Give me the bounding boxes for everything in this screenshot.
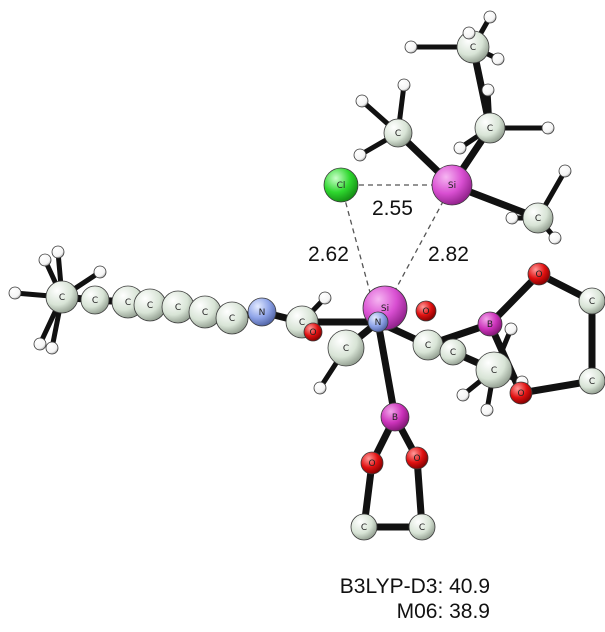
atom-label-c8: C [299, 318, 305, 328]
atom-c2: C [80, 285, 110, 315]
atom-n1: N [247, 297, 277, 327]
atom-c10: C [412, 329, 444, 361]
atom-h13 [355, 94, 369, 108]
atom-label-c15: C [361, 523, 367, 533]
atom-label-c3: C [125, 298, 131, 308]
atom-label-o1: O [309, 328, 316, 338]
atom-label-c2: C [92, 296, 98, 306]
distance-label-cl-n: 2.62 [308, 243, 349, 266]
atom-c9: C [327, 329, 365, 367]
atom-label-n1: N [259, 308, 266, 318]
atom-label-b2: B [392, 413, 398, 423]
atom-label-c16: C [419, 523, 425, 533]
atom-label-c5: C [175, 303, 181, 313]
atom-h8 [313, 381, 327, 395]
atom-c11: C [439, 338, 467, 366]
atom-label-c14: C [589, 377, 595, 387]
atom-h24 [505, 211, 519, 225]
atom-h10 [456, 388, 470, 402]
atom-h9 [504, 322, 518, 336]
atom-label-c11: C [450, 348, 456, 358]
atom-c16: C [408, 513, 436, 541]
atom-label-c17: C [395, 129, 401, 139]
atom-label-o3: O [535, 270, 542, 280]
energy-b3lyp-d3: B3LYP-D3: 40.9 [339, 575, 490, 598]
atom-label-c10: C [425, 341, 431, 351]
atom-c20: C [522, 202, 554, 234]
atom-c13: C [578, 287, 605, 315]
atom-o6: O [405, 446, 429, 470]
atom-c1: C [45, 280, 79, 314]
bond-n2-b2 [374, 318, 399, 421]
atom-o1: O [303, 322, 323, 342]
atom-label-n2: N [375, 318, 382, 328]
atom-h2 [51, 245, 65, 259]
distance-label-si-n: 2.82 [428, 243, 469, 266]
atom-c18: C [474, 112, 506, 144]
atom-label-c6: C [202, 308, 208, 318]
atom-h20 [483, 10, 497, 24]
atom-o3: O [527, 262, 551, 286]
atom-label-c13: C [589, 297, 595, 307]
atom-h16 [541, 121, 555, 135]
energy-m06: M06: 38.9 [396, 600, 490, 623]
atom-label-c7: C [229, 314, 235, 324]
atom-label-c19: C [470, 43, 476, 53]
atom-si1: Si [431, 164, 473, 206]
atom-cl1: Cl [323, 167, 359, 203]
atom-label-o5: O [368, 459, 375, 469]
atom-c4: C [133, 288, 167, 322]
atom-h5 [45, 341, 59, 355]
atom-label-si2: Si [381, 304, 389, 314]
atom-h23 [558, 164, 572, 178]
atom-b1: B [477, 311, 503, 337]
distance-label-cl-si: 2.55 [372, 197, 413, 220]
atom-o5: O [360, 451, 384, 475]
atom-h17 [481, 83, 495, 97]
atom-label-o2: O [422, 307, 429, 317]
atom-c6: C [188, 295, 222, 329]
atom-h6 [93, 265, 107, 279]
atom-label-o4: O [517, 389, 524, 399]
atom-c5: C [161, 290, 195, 324]
atom-label-c9: C [343, 344, 349, 354]
atom-label-si1: Si [448, 181, 456, 191]
atom-label-c12: C [491, 366, 497, 376]
atom-b2: B [380, 402, 410, 432]
atom-c12: C [475, 351, 513, 389]
atom-h18 [453, 141, 467, 155]
atom-c14: C [578, 367, 605, 395]
atom-h7 [318, 291, 332, 305]
atom-label-cl1: Cl [337, 181, 346, 191]
atom-label-b1: B [487, 320, 493, 330]
atom-label-o6: O [413, 454, 420, 464]
atom-c15: C [350, 513, 378, 541]
atom-label-c1: C [59, 293, 65, 303]
atom-label-c18: C [487, 124, 493, 134]
atom-c17: C [383, 118, 413, 148]
atom-h4 [33, 337, 47, 351]
atom-o2: O [415, 300, 437, 322]
atom-h15 [397, 78, 411, 92]
atom-h19 [404, 40, 418, 54]
atom-o4: O [509, 381, 533, 405]
atom-label-c20: C [535, 214, 541, 224]
atom-h11 [480, 403, 494, 417]
atom-n2: N [367, 311, 389, 333]
atom-h3 [8, 286, 22, 300]
atom-h22 [462, 26, 476, 40]
atom-h21 [491, 52, 505, 66]
atom-label-c4: C [147, 301, 153, 311]
atom-c7: C [215, 301, 249, 335]
atom-h14 [353, 148, 367, 162]
atom-h1 [38, 253, 52, 267]
atom-h25 [548, 231, 562, 245]
